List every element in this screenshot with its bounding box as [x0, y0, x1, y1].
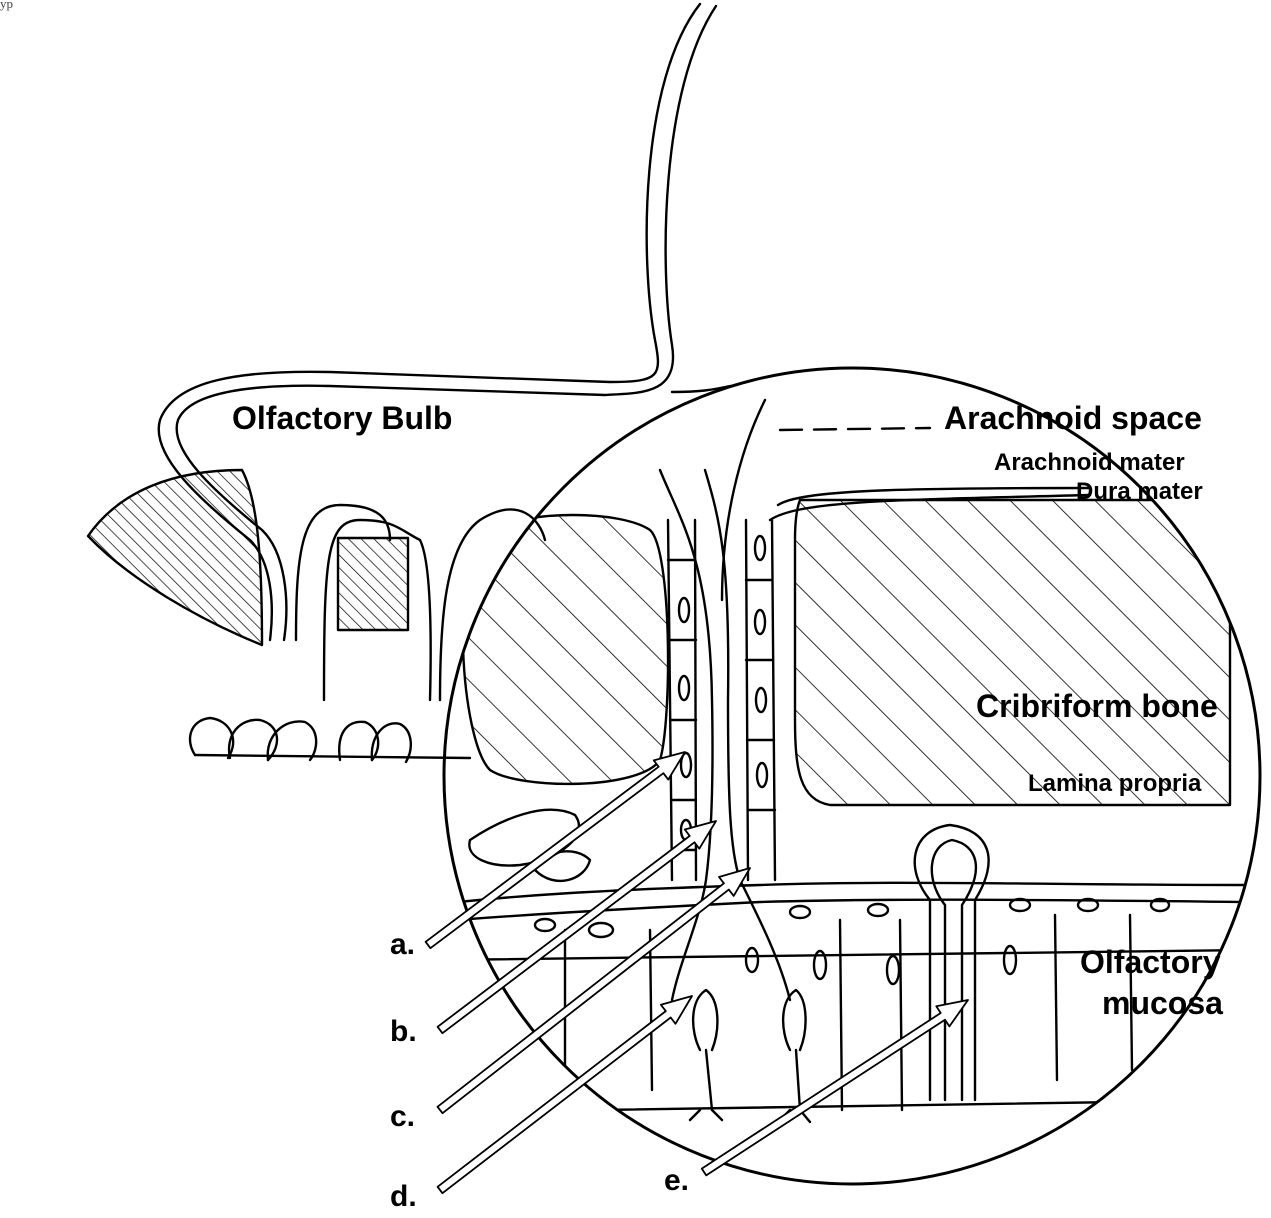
- pointer-label-d: d.: [390, 1180, 417, 1214]
- label-arachnoid-mater: Arachnoid mater: [994, 449, 1185, 477]
- ensheathing-cells-right: [746, 520, 775, 880]
- label-olfactory-bulb: Olfactory Bulb: [232, 400, 452, 437]
- bowmans-gland: [915, 825, 989, 1100]
- label-olfactory-mucosa-line1: Olfactory: [1080, 944, 1220, 981]
- pointer-label-c: c.: [390, 1100, 415, 1134]
- label-lamina-propria: Lamina propria: [1028, 770, 1201, 798]
- corner-text: yp: [0, 0, 13, 12]
- olfactory-neurons: [690, 990, 810, 1122]
- pointer-label-e: e.: [664, 1164, 689, 1198]
- ensheathing-cells-left: [668, 520, 696, 880]
- nerve-fiber-center: [722, 400, 765, 600]
- pointer-label-b: b.: [390, 1015, 417, 1049]
- arrow-e: [702, 1000, 968, 1175]
- left-bone-plate: [88, 470, 262, 645]
- small-bone-block: [338, 538, 408, 630]
- arachnoid-space-dash: [780, 428, 930, 430]
- label-dura-mater: Dura mater: [1076, 478, 1203, 506]
- cribriform-bone-right: [795, 500, 1230, 805]
- left-mucosa-cells: [190, 718, 470, 762]
- arrow-shape-e: [702, 1000, 968, 1175]
- label-arachnoid-space: Arachnoid space: [944, 400, 1202, 437]
- pointer-label-a: a.: [390, 928, 415, 962]
- cribriform-bone-left: [463, 515, 668, 784]
- label-cribriform-bone: Cribriform bone: [976, 688, 1218, 725]
- label-olfactory-mucosa-line2: mucosa: [1102, 985, 1223, 1022]
